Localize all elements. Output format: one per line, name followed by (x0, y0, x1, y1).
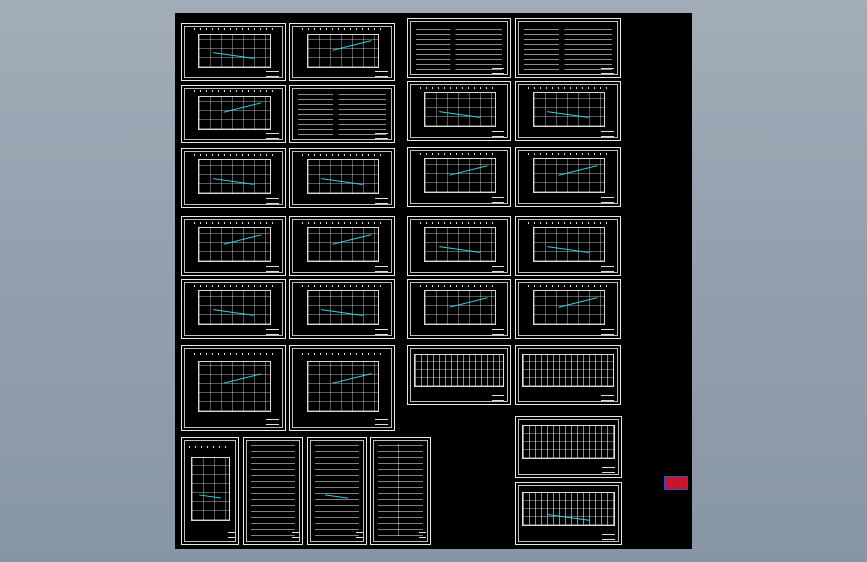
drawing-sheet-floor-plan[interactable] (407, 81, 511, 141)
drawing-sheet-floor-plan[interactable] (289, 23, 395, 81)
drawing-sheet-floor-plan[interactable] (181, 85, 286, 143)
drawing-sheet-floor-plan[interactable] (181, 148, 286, 208)
drawing-sheet-riser-diagram[interactable] (243, 437, 303, 545)
drawing-sheet-notes[interactable] (289, 85, 395, 143)
drawing-sheet-floor-plan[interactable] (289, 216, 395, 276)
drawing-canvas[interactable] (175, 13, 692, 549)
drawing-sheet-legend[interactable] (515, 18, 621, 78)
layer-marker-icon[interactable] (664, 476, 688, 490)
drawing-sheet-floor-plan[interactable] (289, 279, 395, 339)
drawing-sheet-equipment-table[interactable] (515, 482, 622, 545)
drawing-sheet-floor-plan[interactable] (181, 216, 286, 276)
drawing-sheet-floor-plan[interactable] (407, 147, 511, 207)
drawing-sheet-floor-plan[interactable] (515, 147, 621, 207)
drawing-sheet-legend[interactable] (407, 18, 511, 78)
drawing-sheet-floor-plan[interactable] (407, 216, 511, 276)
drawing-sheet-riser-diagram[interactable] (370, 437, 431, 545)
drawing-sheet-site-plan[interactable] (181, 345, 286, 431)
drawing-sheet-floor-plan[interactable] (515, 279, 621, 339)
drawing-sheet-equipment-table[interactable] (515, 416, 622, 478)
drawing-sheet-floor-plan[interactable] (181, 23, 286, 81)
drawing-sheet-floor-plan[interactable] (289, 148, 395, 208)
drawing-sheet-site-plan[interactable] (289, 345, 395, 431)
drawing-sheet-floor-plan[interactable] (515, 81, 621, 141)
drawing-sheet-floor-plan[interactable] (407, 279, 511, 339)
drawing-sheet-schedule[interactable] (407, 345, 511, 405)
drawing-sheet-floor-plan[interactable] (515, 216, 621, 276)
drawing-sheet-elevation[interactable] (181, 437, 239, 545)
drawing-sheet-schedule[interactable] (515, 345, 621, 405)
drawing-sheet-riser-diagram[interactable] (307, 437, 367, 545)
drawing-sheet-floor-plan[interactable] (181, 279, 286, 339)
